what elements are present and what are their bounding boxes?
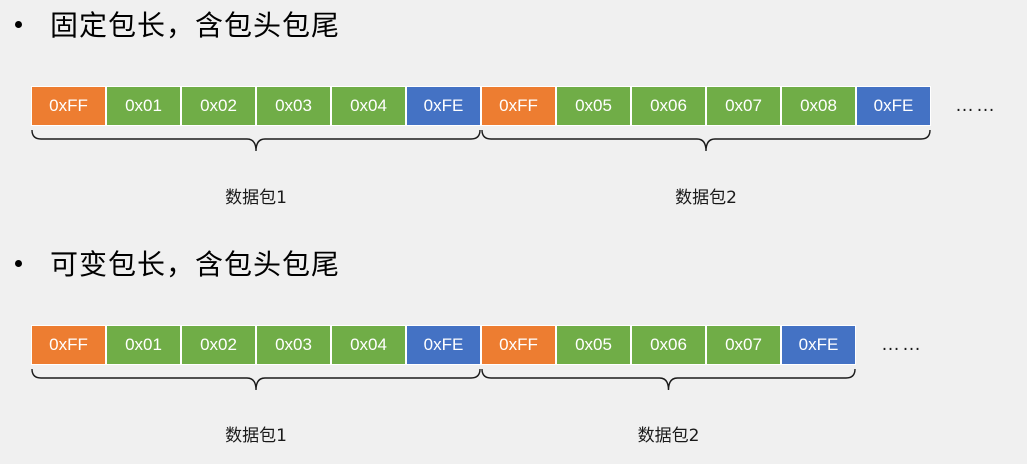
byte-cell-head: 0xFF <box>31 86 106 126</box>
brace-label-packet-2: 数据包2 <box>675 188 737 208</box>
heading-variable-length: 可变包长，含包头包尾 <box>0 239 340 287</box>
byte-cell-body: 0x05 <box>556 86 631 126</box>
heading-text: 可变包长，含包头包尾 <box>50 248 341 281</box>
brace-packet-2 <box>481 368 856 402</box>
byte-cell-tail: 0xFE <box>406 86 481 126</box>
byte-cell-head: 0xFF <box>481 86 556 126</box>
byte-cell-body: 0x01 <box>106 86 181 126</box>
byte-cell-body: 0x04 <box>331 86 406 126</box>
byte-cell-body: 0x07 <box>706 86 781 126</box>
byte-cell-head: 0xFF <box>31 325 106 365</box>
byte-cell-head: 0xFF <box>481 325 556 365</box>
byte-cell-tail: 0xFE <box>406 325 481 365</box>
byte-cell-body: 0x02 <box>181 86 256 126</box>
brace-packet-1 <box>31 368 481 402</box>
byte-cell-body: 0x07 <box>706 325 781 365</box>
byte-cell-tail: 0xFE <box>781 325 856 365</box>
bullet-icon <box>15 259 22 267</box>
brace-label-packet-1: 数据包1 <box>225 188 287 208</box>
byte-cell-body: 0x08 <box>781 86 856 126</box>
heading-text: 固定包长，含包头包尾 <box>50 9 341 42</box>
ellipsis-continuation: …… <box>955 95 997 116</box>
ellipsis-continuation: …… <box>881 334 923 355</box>
brace-label-packet-2: 数据包2 <box>637 426 700 446</box>
byte-cell-body: 0x01 <box>106 325 181 365</box>
byte-cell-body: 0x02 <box>181 325 256 365</box>
byte-cell-body: 0x05 <box>556 325 631 365</box>
brace-label-packet-1: 数据包1 <box>225 426 287 446</box>
byte-cell-body: 0x03 <box>256 86 331 126</box>
brace-packet-1 <box>31 129 481 163</box>
byte-cell-body: 0x06 <box>631 325 706 365</box>
byte-cell-body: 0x03 <box>256 325 331 365</box>
byte-cell-tail: 0xFE <box>856 86 931 126</box>
bullet-icon <box>15 20 22 28</box>
byte-cell-body: 0x06 <box>631 86 706 126</box>
heading-fixed-length: 固定包长，含包头包尾 <box>0 0 340 48</box>
byte-cell-body: 0x04 <box>331 325 406 365</box>
brace-packet-2 <box>481 129 931 163</box>
